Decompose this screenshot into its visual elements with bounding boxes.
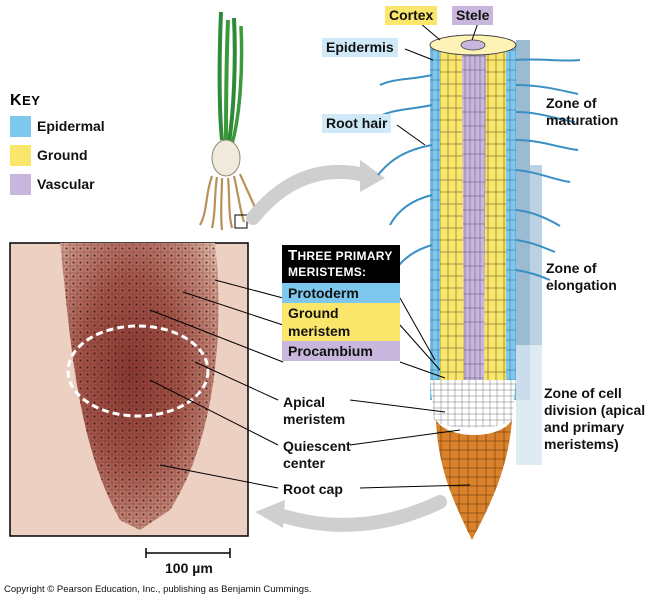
ground-swatch (10, 144, 31, 166)
procambium-label: Procambium (282, 341, 400, 361)
zone-maturation-label: Zone of maturation (546, 95, 619, 128)
arrow-bottom (273, 495, 447, 532)
scale-bar-label: 100 µm (165, 560, 213, 576)
scale-bar (145, 548, 231, 558)
cortex-label: Cortex (385, 6, 438, 25)
root-hair-label: Root hair (322, 114, 392, 133)
leader-lines (149, 22, 479, 489)
protoderm-label: Protoderm (282, 283, 400, 303)
quiescent-center-label: Quiescent center (283, 438, 351, 471)
ground-meristem-label: Ground meristem (282, 303, 400, 341)
key-item-ground: Ground (10, 143, 105, 167)
epidermal-swatch (10, 115, 31, 137)
onion-plant-icon (199, 11, 258, 231)
key-item-vascular: Vascular (10, 172, 105, 196)
key-item-epidermal: Epidermal (10, 114, 105, 138)
zone-elongation-label: Zone of elongation (546, 260, 617, 293)
meristems-title: THREE PRIMARY MERISTEMS: (282, 245, 400, 283)
key-legend: KEY Epidermal Ground Vascular (10, 92, 105, 196)
copyright-text: Copyright © Pearson Education, Inc., pub… (4, 584, 312, 595)
primary-meristems-box: THREE PRIMARY MERISTEMS: Protoderm Groun… (282, 245, 400, 361)
arrow-top (246, 165, 372, 225)
root-cap-label: Root cap (283, 481, 343, 497)
key-title: KEY (10, 92, 41, 109)
root-tip-micrograph (9, 242, 249, 537)
vascular-swatch (10, 173, 31, 195)
apical-meristem-label: Apical meristem (283, 394, 346, 427)
root-illustration (371, 34, 581, 540)
epidermis-label: Epidermis (322, 38, 398, 57)
stele-label: Stele (452, 6, 494, 25)
zone-division-label: Zone of cell division (apical and primar… (544, 385, 646, 452)
